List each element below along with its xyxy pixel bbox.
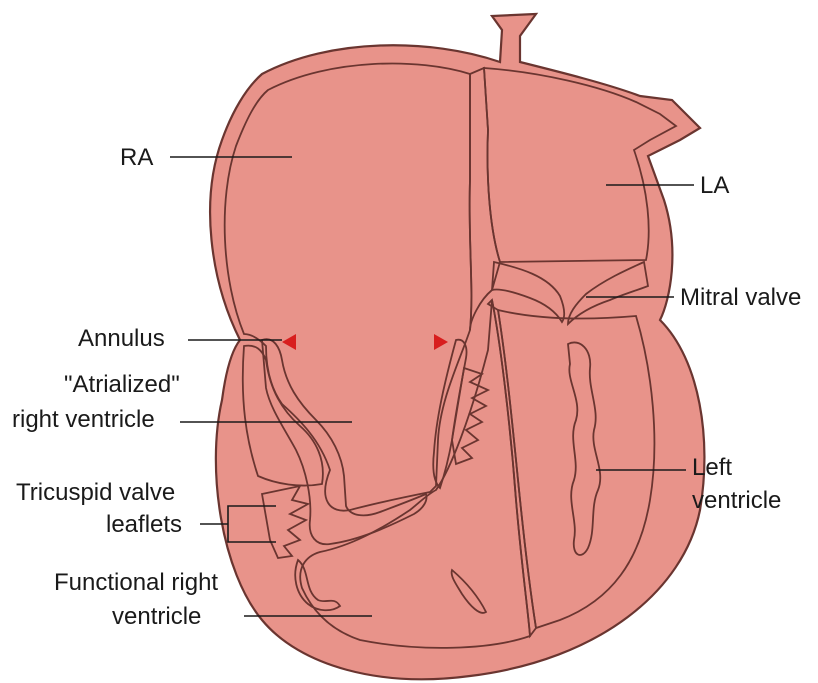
- label-la: LA: [700, 172, 729, 199]
- label-atrialized-line1: "Atrialized": [64, 371, 180, 398]
- label-functional-line2: ventricle: [112, 603, 201, 630]
- label-ra: RA: [120, 144, 153, 171]
- label-tricuspid-line2: leaflets: [106, 511, 182, 538]
- label-functional-line1: Functional right: [54, 569, 218, 596]
- label-atrialized-line2: right ventricle: [12, 406, 155, 433]
- label-left-ventricle-line2: ventricle: [692, 487, 781, 514]
- heart-outer-wall: [210, 14, 704, 679]
- label-annulus: Annulus: [78, 325, 165, 352]
- label-tricuspid-line1: Tricuspid valve: [16, 479, 175, 506]
- label-mitral-valve: Mitral valve: [680, 284, 801, 311]
- label-left-ventricle-line1: Left: [692, 454, 732, 481]
